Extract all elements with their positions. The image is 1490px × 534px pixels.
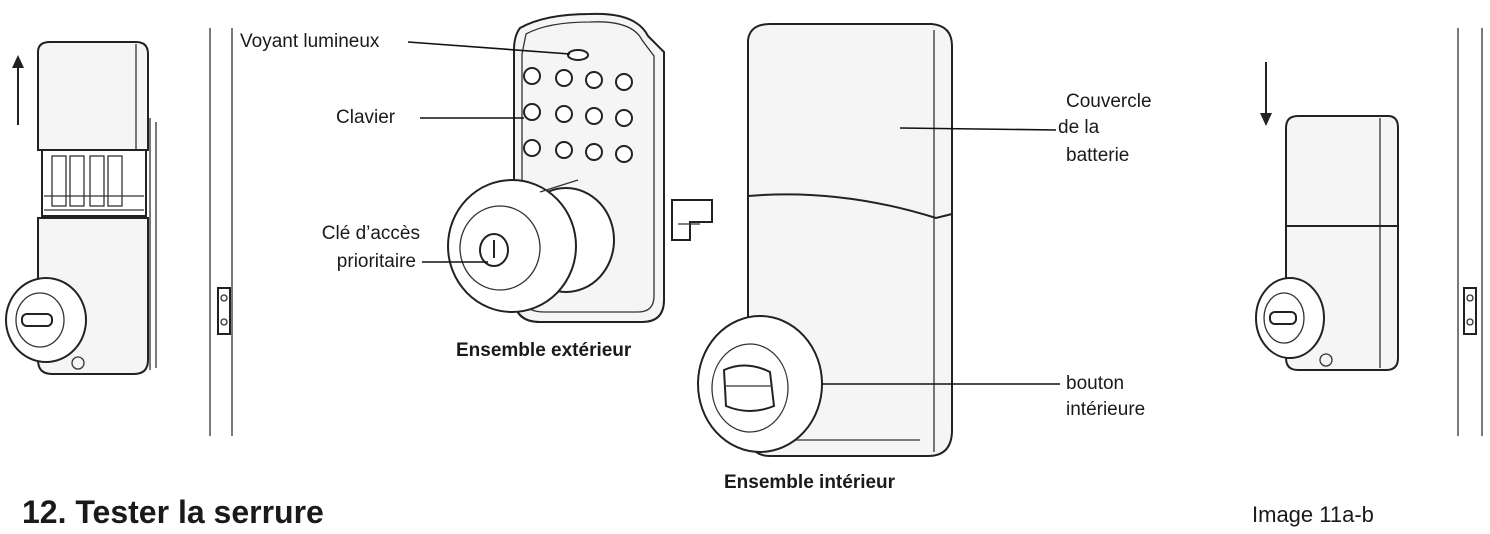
label-battery-cover-line1: Couvercle (1066, 91, 1152, 112)
label-keypad: Clavier (336, 107, 396, 128)
section-heading: 12. Tester la serrure (22, 494, 324, 530)
label-battery-cover-line2: de la (1058, 117, 1100, 138)
left-lock-cover-open (5, 41, 157, 375)
label-override-key-line2: prioritaire (336, 251, 416, 272)
arrow-up-icon (12, 55, 24, 125)
door-frame-right (1457, 28, 1483, 436)
caption-interior: Ensemble intérieur (724, 472, 896, 493)
arrow-down-icon (1260, 62, 1272, 126)
door-frame-left (209, 28, 233, 436)
indicator-light (567, 49, 589, 61)
keypad-buttons (523, 67, 633, 163)
label-inside-knob-line2: intérieure (1066, 399, 1146, 420)
label-battery-cover-line3: batterie (1066, 145, 1130, 166)
image-reference: Image 11a-b (1252, 502, 1374, 527)
exterior-assembly (447, 12, 713, 323)
right-lock-cover-closed (1255, 62, 1399, 371)
caption-exterior: Ensemble extérieur (456, 340, 632, 361)
label-inside-knob-line1: bouton (1066, 373, 1125, 394)
thumb-turn (722, 364, 776, 412)
label-indicator: Voyant lumineux (240, 31, 380, 52)
leader-lines (407, 41, 1060, 385)
label-override-key-line1: Clé d’accès (321, 223, 420, 244)
interior-assembly (697, 23, 953, 457)
